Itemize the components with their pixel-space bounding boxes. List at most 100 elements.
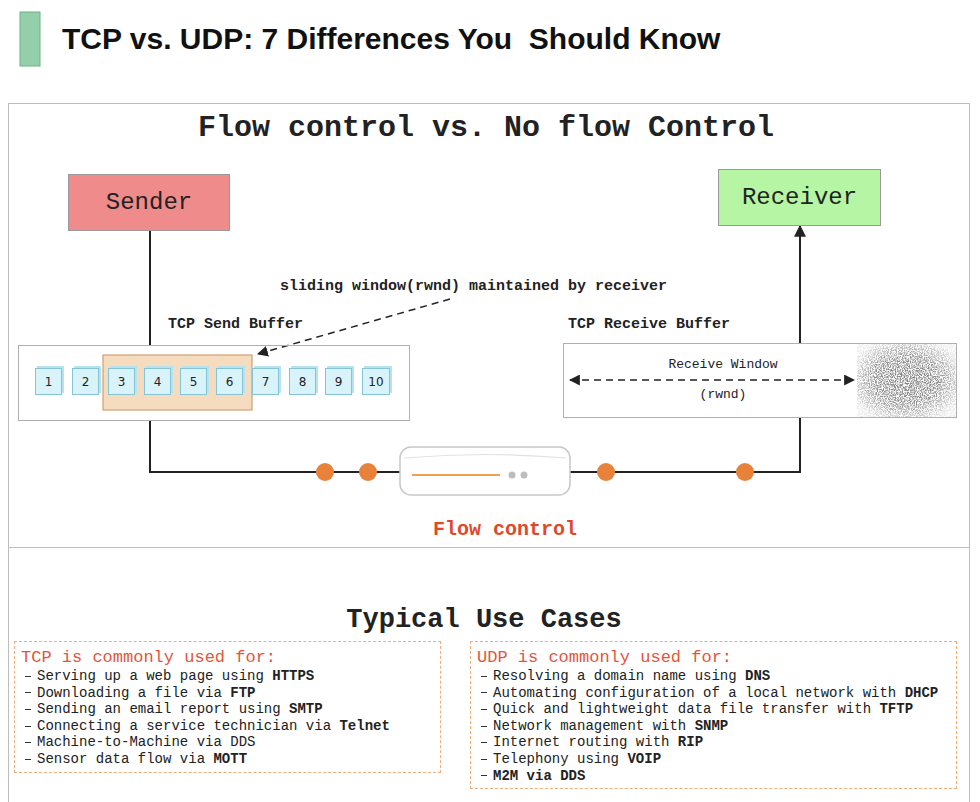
segment-number: 8 — [299, 375, 307, 389]
callout-label: sliding window(rwnd) maintained by recei… — [280, 278, 667, 296]
segment-cube: 2 — [72, 368, 99, 395]
packet-dot — [597, 463, 615, 481]
list-row: Serving up a web page using HTTPS — [21, 668, 432, 685]
send-buffer: 12345678910TCP Send Buffer — [18, 345, 410, 421]
use-case-box: TCP is commonly used for:Serving up a we… — [14, 641, 441, 773]
connector — [149, 231, 151, 345]
section-heading: Typical Use Cases — [346, 604, 621, 636]
sliding-window — [103, 355, 252, 410]
list-row: Internet routing with RIP — [477, 734, 948, 751]
segment-number: 3 — [118, 375, 126, 389]
segment-cube: 1 — [35, 368, 62, 395]
list-row: Network management with SNMP — [477, 718, 948, 735]
list-heading: UDP is commonly used for: — [477, 648, 948, 668]
box-label: Receiver — [742, 184, 857, 211]
list-item: Resolving a domain name using — [493, 668, 737, 684]
list-row: Sensor data flow via MOTT — [21, 751, 432, 768]
segment-cube: 7 — [252, 368, 279, 395]
segment-number: 4 — [154, 375, 162, 389]
list-item: Sensor data flow via — [37, 751, 205, 767]
bullet-dash — [481, 775, 487, 776]
bullet-dash — [25, 742, 31, 743]
list-row: Resolving a domain name using DNS — [477, 668, 948, 685]
segment-number: 2 — [82, 375, 90, 389]
list-heading: TCP is commonly used for: — [21, 648, 432, 668]
segment-number: 5 — [190, 375, 198, 389]
segment-cube: 4 — [144, 368, 171, 395]
noise-block — [857, 344, 956, 417]
bullet-dash — [481, 759, 487, 760]
bullet-dash — [25, 676, 31, 677]
segment-cube: 9 — [325, 368, 352, 395]
protocol-name: Telnet — [339, 718, 389, 734]
list-item: Sending an email report using — [37, 701, 281, 717]
frame-line — [8, 548, 9, 802]
packet-dot — [736, 463, 754, 481]
segment-cube: 6 — [216, 368, 243, 395]
segment-cube: 8 — [289, 368, 316, 395]
bullet-dash — [481, 726, 487, 727]
list-item: Internet routing with — [493, 734, 669, 750]
bullet-dash — [25, 759, 31, 760]
segment-cube: 3 — [108, 368, 135, 395]
router-light — [412, 474, 500, 476]
packet-dot — [359, 463, 377, 481]
list-row: Automating configuration of a local netw… — [477, 685, 948, 702]
list-item: Network management with — [493, 718, 686, 734]
list-row: M2M via DDS — [477, 768, 948, 785]
list-item: Quick and lightweight data file transfer… — [493, 701, 871, 717]
protocol-name: RIP — [678, 734, 703, 750]
list-row: Machine-to-Machine via DDS — [21, 734, 432, 751]
bullet-dash — [25, 709, 31, 710]
segment-number: 9 — [335, 375, 343, 389]
list-item: Serving up a web page using — [37, 668, 264, 684]
bullet-dash — [481, 676, 487, 677]
bullet-dash — [481, 692, 487, 693]
flow-panel: Sender Receiver 1 2 3 4 5 6 7 8 9 10 TCP Send Buffer… — [8, 103, 970, 548]
protocol-name: VOIP — [627, 751, 661, 767]
list-item: Machine-to-Machine via DDS — [37, 734, 255, 750]
protocol-name: DNS — [745, 668, 770, 684]
router-dot — [509, 472, 516, 479]
segment-number: 6 — [226, 375, 234, 389]
list-item: Telephony using — [493, 751, 619, 767]
list-row: Connecting a service technician via Telne… — [21, 718, 432, 735]
page-title: TCP vs. UDP: 7 Differences You Should Kn… — [62, 21, 720, 57]
segment-number: 1 — [45, 375, 53, 389]
segment-cube: 5 — [180, 368, 207, 395]
bullet-dash — [481, 709, 487, 710]
packet-dot — [316, 463, 334, 481]
protocol-name: HTTPS — [272, 668, 314, 684]
buffer-heading: TCP Receive Buffer — [568, 316, 730, 334]
buffer-heading: TCP Send Buffer — [168, 316, 303, 334]
segment-number: 10 — [368, 375, 383, 389]
panel-heading: Flow control vs. No flow Control — [198, 110, 774, 146]
list-row: Telephony using VOIP — [477, 751, 948, 768]
bullet-dash — [25, 726, 31, 727]
window-label: (rwnd) — [700, 387, 747, 403]
segment-number: 7 — [262, 375, 270, 389]
noise-fade — [857, 344, 956, 417]
bullet-dash — [481, 742, 487, 743]
protocol-name: MOTT — [213, 751, 247, 767]
protocol-name: TFTP — [879, 701, 913, 717]
title-bar — [20, 12, 40, 66]
protocol-name: FTP — [230, 685, 255, 701]
protocol-name: SNMP — [695, 718, 729, 734]
window-arrow — [570, 379, 854, 381]
protocol-name: SMTP — [289, 701, 323, 717]
box-label: Sender — [106, 189, 192, 216]
panel-caption: Flow control — [433, 518, 577, 542]
protocol-name: M2M via DDS — [493, 768, 585, 784]
list-row: Sending an email report using SMTP — [21, 701, 432, 718]
router-top — [404, 455, 566, 459]
list-row: Quick and lightweight data file transfer… — [477, 701, 948, 718]
list-item: Downloading a file via — [37, 685, 222, 701]
bullet-dash — [25, 692, 31, 693]
router-dot — [521, 472, 528, 479]
segment-cube: 10 — [362, 368, 390, 395]
list-item: Connecting a service technician via — [37, 718, 331, 734]
receive-buffer: TCP Receive BufferReceive Window(rwnd) — [563, 343, 957, 418]
frame-line — [969, 548, 970, 802]
list-row: Downloading a file via FTP — [21, 685, 432, 702]
